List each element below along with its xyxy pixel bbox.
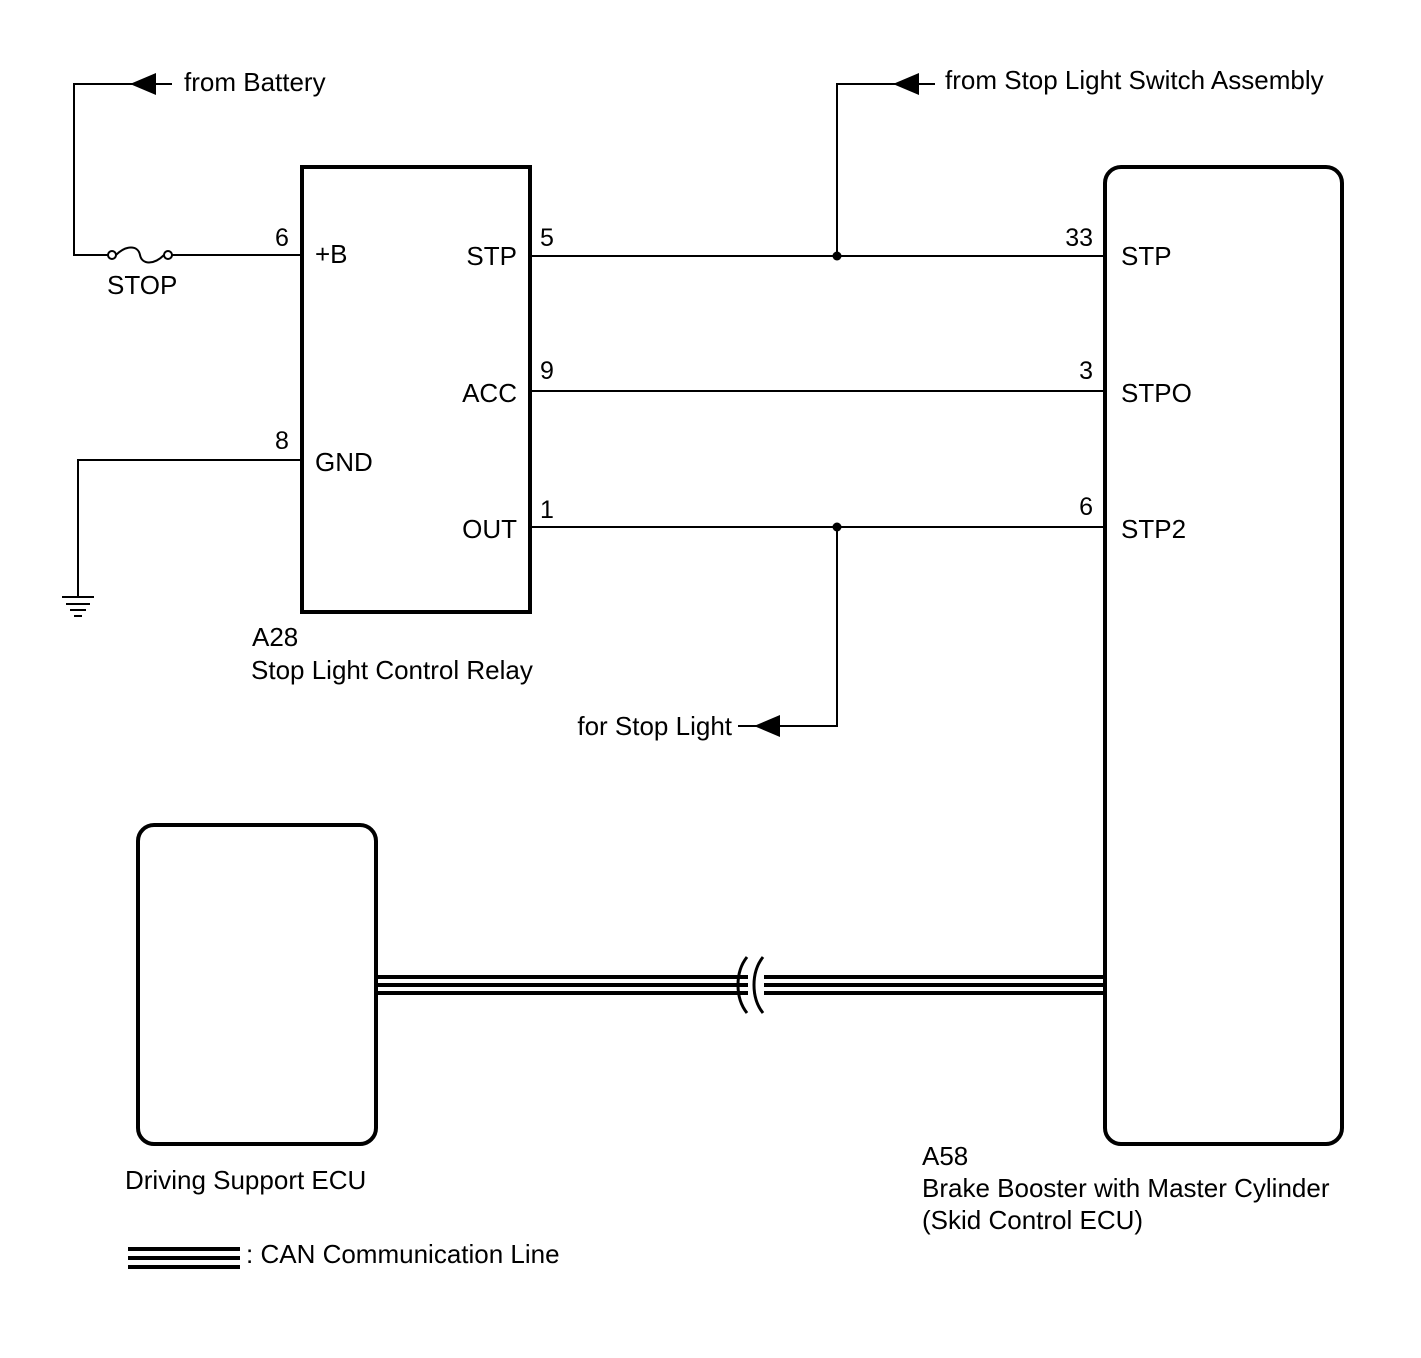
relay-pin-gnd-label: GND xyxy=(315,447,373,477)
ecu-pin-stp-label: STP xyxy=(1121,241,1172,271)
brake-booster-skid-control-ecu: 33 3 6 STP STPO STP2 A58 Brake Booster w… xyxy=(922,165,1344,1235)
fuse-label: STOP xyxy=(107,270,177,300)
for-stop-light-label: for Stop Light xyxy=(577,711,732,741)
out-wire: for Stop Light xyxy=(530,522,1105,741)
from-stop-light-switch-label: from Stop Light Switch Assembly xyxy=(945,65,1324,95)
relay-code: A28 xyxy=(252,622,298,652)
driving-support-ecu: Driving Support ECU xyxy=(125,823,378,1195)
can-communication-line xyxy=(376,956,1105,1014)
ecu-code: A58 xyxy=(922,1141,968,1171)
relay-pin-stp-label: STP xyxy=(466,241,517,271)
legend: : CAN Communication Line xyxy=(128,1239,560,1269)
ecu-pin-stp2-label: STP2 xyxy=(1121,514,1186,544)
ecu-pin-33-number: 33 xyxy=(1065,224,1093,252)
relay-pin-6-number: 6 xyxy=(275,224,289,252)
battery-feed: from Battery xyxy=(73,67,326,256)
driving-support-ecu-name: Driving Support ECU xyxy=(125,1165,366,1195)
can-break-mark-right xyxy=(752,956,765,1014)
ecu-pin-3-number: 3 xyxy=(1079,357,1093,385)
legend-can-label: : CAN Communication Line xyxy=(246,1239,560,1269)
relay-pin-9-number: 9 xyxy=(540,357,554,385)
ground xyxy=(62,459,302,617)
ecu-subname: (Skid Control ECU) xyxy=(922,1205,1143,1235)
relay-pin-out-label: OUT xyxy=(462,514,517,544)
ecu-pin-6-number: 6 xyxy=(1079,493,1093,521)
relay-pin-1-number: 1 xyxy=(540,496,554,524)
ecu-pin-stpo-label: STPO xyxy=(1121,378,1192,408)
stop-light-control-relay: 6 +B 8 GND STP ACC OUT 5 9 1 A28 Stop Li… xyxy=(251,165,554,685)
relay-pin-8-number: 8 xyxy=(275,427,289,455)
relay-pin-acc-label: ACC xyxy=(462,378,517,408)
from-battery-label: from Battery xyxy=(184,67,326,97)
relay-pin-5-number: 5 xyxy=(540,224,554,252)
can-break-mark-left xyxy=(736,956,749,1014)
ecu-name: Brake Booster with Master Cylinder xyxy=(922,1173,1330,1203)
relay-pin-plus-b-label: +B xyxy=(315,239,348,269)
relay-name: Stop Light Control Relay xyxy=(251,655,533,685)
stp-wire: from Stop Light Switch Assembly xyxy=(530,65,1324,261)
stop-fuse: STOP xyxy=(107,246,302,300)
